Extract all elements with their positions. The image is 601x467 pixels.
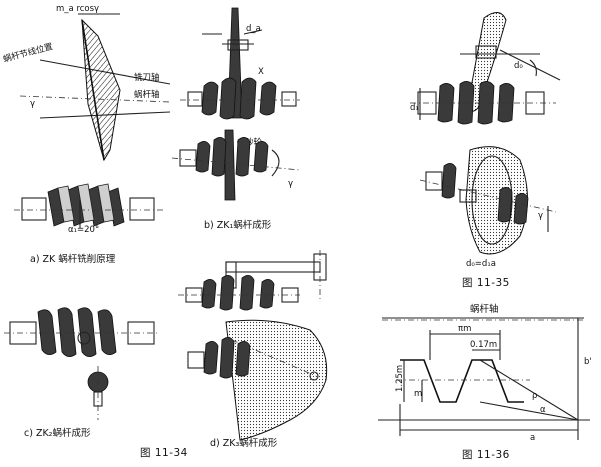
caption-panel-a: a) ZK 蜗杆铣削原理 [30,253,116,265]
label-alpha1: α₁=20° [68,225,99,235]
label-b-prime: b' [584,357,592,367]
figure-11-35: d₀ d₁ γ d₀=d₁a 图 11-35 [410,12,561,289]
worm-threads-d2 [203,337,251,379]
figure-11-36: 蜗杆轴 πm 0.17m 1.25m m ρ α b' a 图 11-36 [378,303,592,461]
label-d0: d₀ [514,61,523,71]
label-da: d_a [246,24,261,34]
panel-c-zk2-forming: c) ZK₂蜗杆成形 [4,307,160,439]
panel-a-milling-principle: m_a rcosγ 蜗杆节线位置 铣刀轴 蜗杆轴 γ α₁=20° a) ZK … [2,4,171,265]
panel-d-zk3-forming: d) ZK₃蜗杆成形 [178,250,328,449]
worm-threads-35b [441,163,529,225]
grinding-disc-d [225,319,328,441]
label-125m: 1.25m [395,365,405,392]
label-rho: ρ [532,391,537,401]
label-worm-axis: 蜗杆轴 [134,89,160,100]
caption-panel-c: c) ZK₂蜗杆成形 [24,427,91,439]
label-cutter-axis: 铣刀轴 [134,72,160,83]
worm-threads-d [201,275,275,311]
title-worm-axis: 蜗杆轴 [470,303,499,315]
milling-cutter [81,18,121,162]
tooth-profile [400,359,524,403]
label-a: a [530,433,535,443]
panel-b-zk1-forming: d_a X 砂轮 γ b) ZK₁蜗杆成形 [171,7,301,231]
label-017m: 0.17m [470,340,497,350]
worm-threads-b2 [195,137,269,177]
caption-panel-b: b) ZK₁蜗杆成形 [204,219,272,231]
label-grinding-wheel: 砂轮 [245,137,263,148]
worm-threads-b [201,77,277,120]
label-m: m [414,389,422,399]
label-gamma: γ [30,99,35,109]
label-d0-formula: d₀=d₁a [466,259,496,269]
label-gamma-35: γ [538,211,543,221]
label-gamma-b: γ [288,179,293,189]
label-d1: d₁ [410,103,419,113]
worm-threads-c [37,307,117,357]
worm-threads-a [47,183,125,227]
label-m-cosgamma: m_a rcosγ [56,4,99,14]
label-pi-m: πm [458,324,471,334]
caption-panel-d: d) ZK₃蜗杆成形 [210,437,278,449]
figure-label-11-36: 图 11-36 [462,449,510,461]
figure-label-11-34: 图 11-34 [140,447,188,459]
figure-label-11-35: 图 11-35 [462,277,510,289]
label-alpha: α [540,405,546,415]
grinding-disc-lower [465,146,528,255]
label-x: X [258,67,264,77]
